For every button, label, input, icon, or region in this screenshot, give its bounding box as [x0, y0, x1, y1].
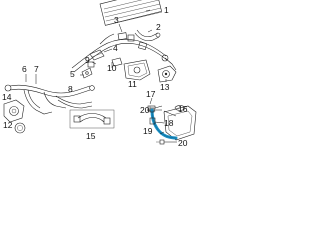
part-15-frame: [69, 109, 115, 129]
callout-15: 15: [86, 131, 96, 141]
callout-20b: 20: [178, 138, 188, 147]
callout-5: 5: [70, 69, 75, 79]
callout-16: 16: [178, 104, 188, 114]
parts-diagram: 1 2 3 4 5 6 7 8 9 10 11 12 13 14 15 16 1…: [2, 0, 197, 147]
clamp-12: [14, 122, 26, 134]
callout-17: 17: [146, 89, 156, 99]
fitting-10: [111, 57, 123, 67]
coolant-pipe-assembly: [71, 32, 177, 73]
radiator: [99, 0, 163, 26]
callout-labels: 1 2 3 4 5 6 7 8 9 10 11 12 13 14 15 16 1…: [2, 5, 188, 147]
callout-8: 8: [68, 84, 73, 94]
callout-6: 6: [22, 64, 27, 74]
callout-7: 7: [34, 64, 39, 74]
bolt-20a: [147, 107, 155, 113]
hose-8: [55, 95, 93, 109]
housing-block: [123, 59, 151, 81]
connector-hose-15: [73, 113, 111, 125]
clamp-18: [149, 117, 156, 125]
callout-14: 14: [2, 92, 12, 102]
valve-13: [157, 65, 177, 83]
callout-1: 1: [164, 5, 169, 15]
callout-10: 10: [107, 63, 117, 73]
small-bracket: [81, 67, 93, 79]
callout-18: 18: [164, 118, 174, 128]
callout-11: 11: [128, 79, 137, 89]
callout-13: 13: [160, 82, 170, 92]
coolant-reservoir: [163, 105, 197, 141]
bolt-20b: [156, 139, 165, 145]
callout-19: 19: [143, 126, 153, 136]
callout-4: 4: [113, 43, 118, 53]
callout-12: 12: [3, 120, 13, 130]
callout-3: 3: [114, 15, 119, 25]
coolant-pump: [3, 99, 25, 123]
callout-20a: 20: [140, 105, 150, 115]
pipe-bracket: [89, 49, 105, 61]
left-hose-assembly: [4, 84, 95, 115]
fitting-9: [87, 61, 95, 68]
callout-9: 9: [85, 55, 90, 65]
leader-lines: [25, 9, 177, 143]
highlighted-hose: [150, 108, 178, 140]
upper-hose: [134, 29, 161, 42]
callout-2: 2: [156, 22, 161, 32]
